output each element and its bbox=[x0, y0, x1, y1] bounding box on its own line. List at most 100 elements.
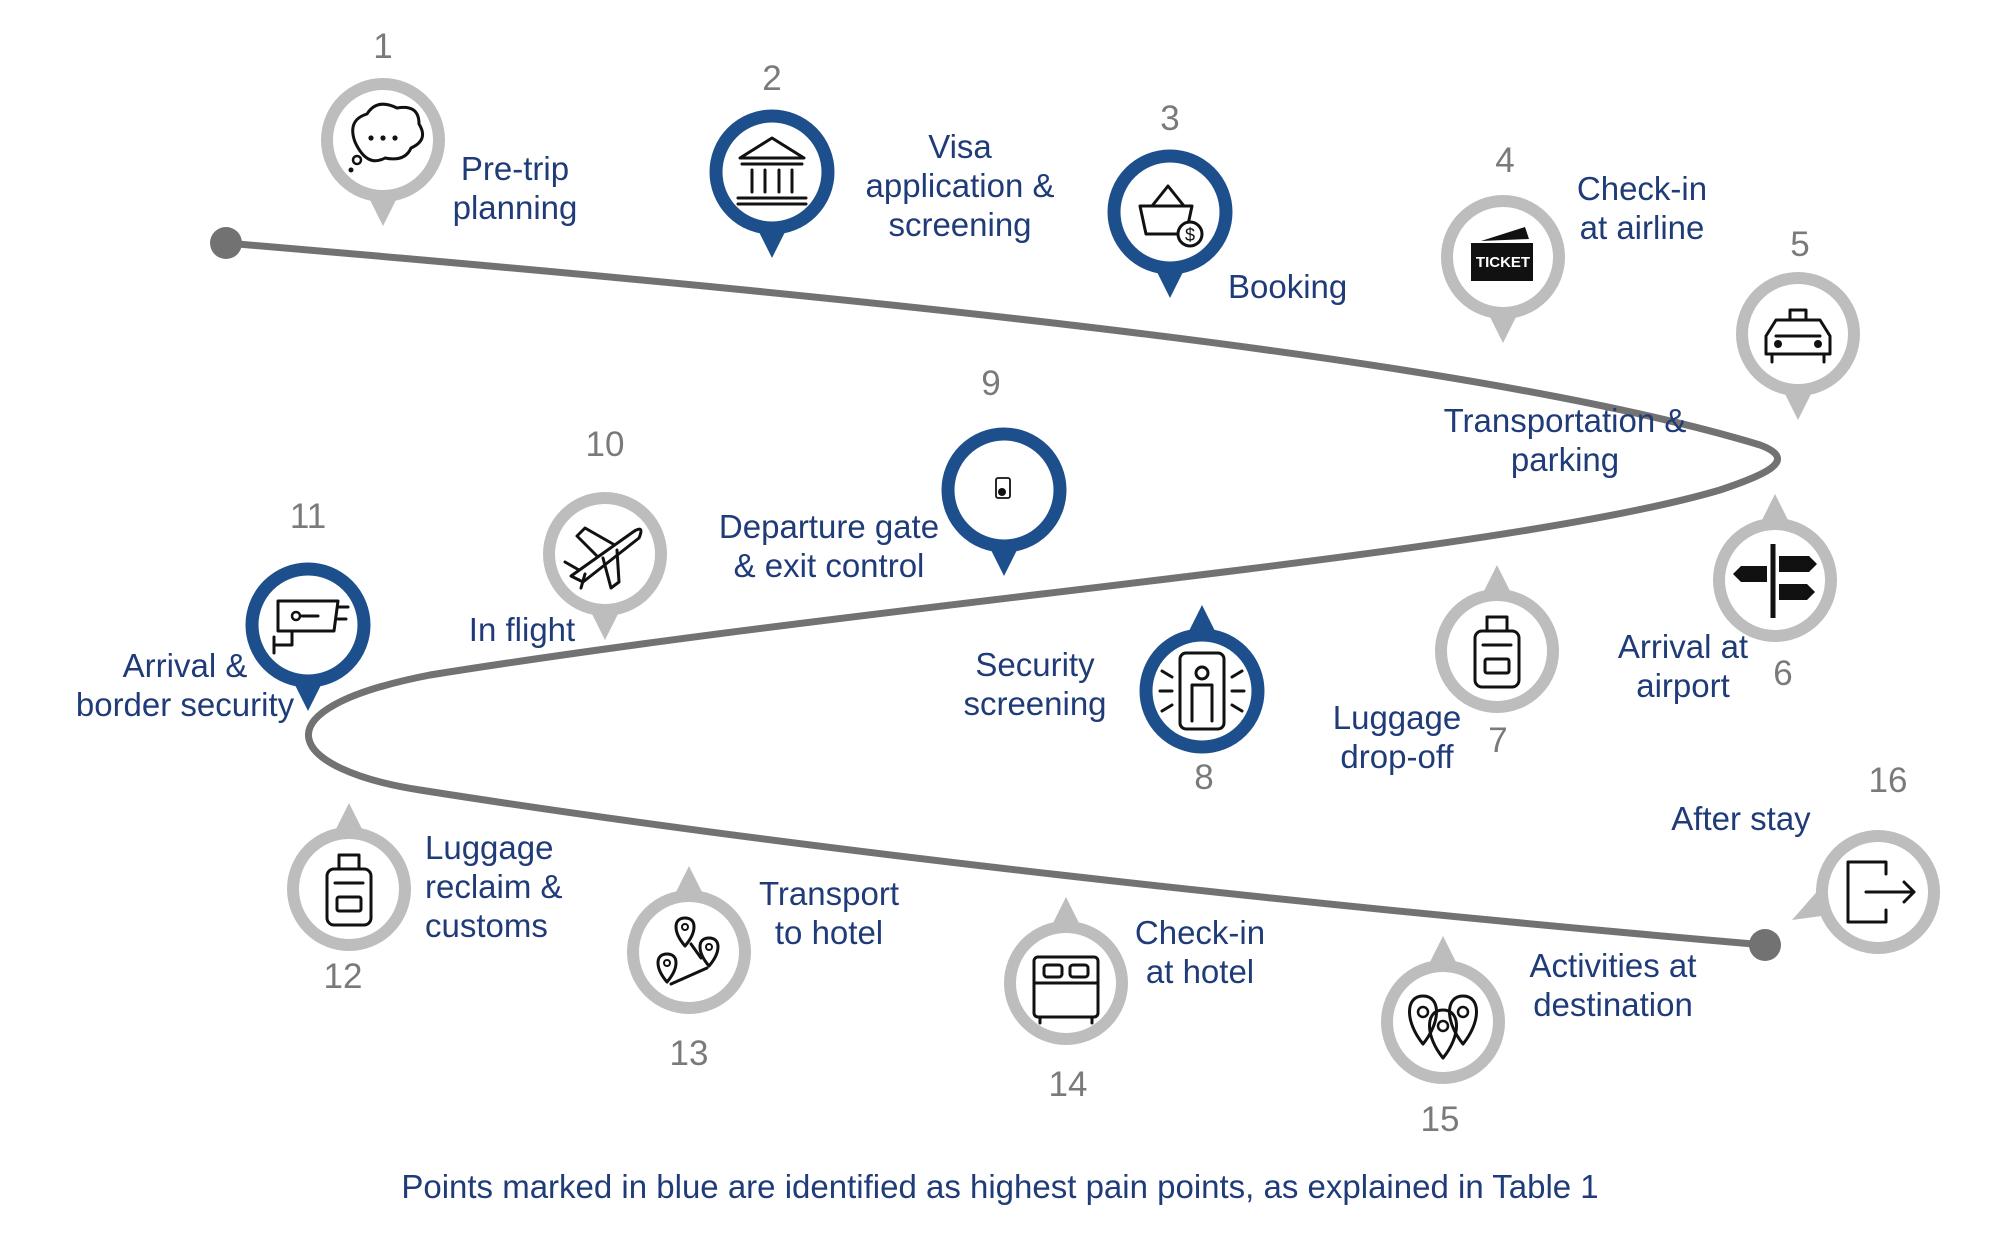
taxi-icon bbox=[1764, 308, 1832, 364]
step-label-line: customs bbox=[425, 907, 548, 944]
step-label: Transportation &parking bbox=[1444, 402, 1687, 478]
journey-step-11 bbox=[245, 562, 371, 711]
journey-step-12 bbox=[287, 803, 411, 951]
journey-step-6 bbox=[1713, 494, 1837, 642]
marker-ring bbox=[245, 562, 371, 688]
exit-icon bbox=[1846, 860, 1916, 924]
caption: Points marked in blue are identified as … bbox=[401, 1168, 1598, 1205]
suitcase-icon bbox=[1473, 615, 1521, 689]
step-label-line: Luggage bbox=[425, 829, 553, 866]
step-label: In flight bbox=[469, 611, 575, 648]
step-number: 2 bbox=[762, 59, 781, 98]
step-number: 3 bbox=[1160, 99, 1179, 138]
step-label-line: & exit control bbox=[734, 547, 925, 584]
step-label-line: Arrival at bbox=[1618, 628, 1748, 665]
step-label: Booking bbox=[1228, 268, 1347, 305]
step-label: Departure gate& exit control bbox=[719, 508, 939, 584]
step-number: 15 bbox=[1421, 1100, 1460, 1139]
journey-path bbox=[210, 227, 1781, 961]
shopping-basket-icon: $ bbox=[1138, 184, 1204, 248]
marker-ring bbox=[1736, 272, 1860, 396]
step-label: Check-inat hotel bbox=[1135, 914, 1265, 990]
journey-step-2 bbox=[709, 109, 835, 258]
step-label-line: After stay bbox=[1671, 800, 1811, 837]
step-number: 7 bbox=[1488, 721, 1507, 760]
map-route-icon bbox=[656, 916, 720, 986]
step-number: 4 bbox=[1495, 141, 1514, 180]
step-label-line: Luggage bbox=[1333, 699, 1461, 736]
journey-end-dot bbox=[1749, 929, 1781, 961]
step-label-line: reclaim & bbox=[425, 868, 563, 905]
step-label-line: Check-in bbox=[1577, 170, 1707, 207]
step-number: 12 bbox=[324, 957, 363, 996]
step-label-line: at hotel bbox=[1146, 953, 1254, 990]
step-label-line: border security bbox=[76, 686, 295, 723]
step-label: After stay bbox=[1671, 800, 1811, 837]
step-number: 16 bbox=[1869, 761, 1908, 800]
step-label-line: to hotel bbox=[775, 914, 883, 951]
step-label-line: parking bbox=[1511, 441, 1619, 478]
marker-ring bbox=[627, 890, 751, 1014]
thought-bubble-icon bbox=[348, 102, 425, 173]
step-label: Check-inat airline bbox=[1577, 170, 1707, 246]
journey-step-14 bbox=[1004, 897, 1128, 1045]
journey-step-7 bbox=[1435, 565, 1559, 713]
journey-step-8 bbox=[1139, 605, 1265, 754]
journey-step-13 bbox=[627, 866, 751, 1014]
step-label-line: Activities at bbox=[1530, 947, 1697, 984]
step-label-line: Visa bbox=[928, 128, 992, 165]
marker-ring bbox=[543, 492, 667, 616]
step-label-line: destination bbox=[1533, 986, 1693, 1023]
step-label-line: drop-off bbox=[1340, 738, 1454, 775]
government-building-icon bbox=[736, 136, 808, 206]
step-label-line: planning bbox=[453, 189, 578, 226]
step-number: 11 bbox=[290, 497, 326, 536]
journey-step-10 bbox=[543, 492, 667, 640]
journey-step-15 bbox=[1381, 936, 1505, 1084]
journey-start-dot bbox=[210, 227, 242, 259]
step-label-line: airport bbox=[1636, 667, 1730, 704]
step-number: 9 bbox=[981, 364, 1000, 403]
step-label-line: Booking bbox=[1228, 268, 1347, 305]
ticket-icon: TICKET bbox=[1471, 227, 1533, 281]
step-number: 10 bbox=[586, 425, 625, 464]
step-number: 5 bbox=[1790, 225, 1809, 264]
marker-ring bbox=[1435, 589, 1559, 713]
suitcase-icon bbox=[325, 853, 373, 927]
step-number: 8 bbox=[1194, 758, 1213, 797]
step-label-line: Transport bbox=[759, 875, 899, 912]
journey-step-16 bbox=[1792, 830, 1940, 954]
body-scanner-icon bbox=[1158, 651, 1246, 731]
svg-text:TICKET: TICKET bbox=[1476, 254, 1530, 271]
marker-ring bbox=[709, 109, 835, 235]
step-label: Arrival &border security bbox=[76, 647, 295, 723]
marker-ring bbox=[287, 827, 411, 951]
journey-path-line bbox=[222, 239, 1781, 949]
step-label-line: In flight bbox=[469, 611, 575, 648]
step-label-line: screening bbox=[963, 685, 1106, 722]
airplane-icon bbox=[563, 526, 643, 590]
security-camera-icon bbox=[272, 599, 350, 655]
step-number: 1 bbox=[373, 27, 392, 66]
step-label-line: Check-in bbox=[1135, 914, 1265, 951]
location-pins-icon bbox=[1408, 994, 1478, 1060]
step-label-line: Departure gate bbox=[719, 508, 939, 545]
svg-text:$: $ bbox=[1185, 225, 1195, 245]
hotel-bed-icon bbox=[1032, 955, 1100, 1025]
step-number: 6 bbox=[1773, 654, 1792, 693]
marker-ring bbox=[1139, 628, 1265, 754]
journey-step-1 bbox=[321, 78, 445, 226]
step-label-line: Security bbox=[975, 646, 1095, 683]
journey-step-9 bbox=[941, 427, 1067, 576]
step-number: 14 bbox=[1049, 1065, 1088, 1104]
step-number: 13 bbox=[670, 1034, 709, 1073]
